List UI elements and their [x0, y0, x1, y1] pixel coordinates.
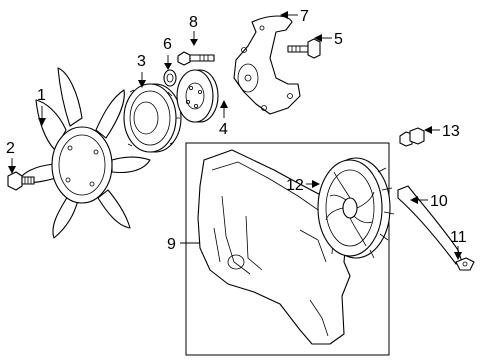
callout-7: 7 — [300, 8, 309, 25]
callout-2: 2 — [6, 140, 15, 157]
callout-6: 6 — [163, 36, 172, 53]
shroud-bolt — [399, 127, 425, 147]
fan-bolt — [7, 171, 35, 191]
group-box — [185, 142, 390, 356]
callout-11: 11 — [450, 229, 467, 246]
washer — [163, 69, 177, 87]
callout-1: 1 — [37, 87, 46, 104]
callout-9: 9 — [167, 236, 176, 253]
callout-13: 13 — [442, 123, 460, 140]
fan-clutch — [123, 83, 182, 153]
long-bolt — [177, 51, 215, 66]
callout-labels: 1 2 3 6 8 4 7 5 13 12 10 11 9 — [6, 8, 467, 253]
callout-5: 5 — [334, 31, 343, 48]
clip — [455, 257, 475, 271]
bracket-bolt — [287, 38, 321, 59]
callout-10: 10 — [430, 193, 448, 210]
pulley — [176, 69, 219, 123]
aux-fan — [317, 157, 395, 259]
callout-8: 8 — [189, 14, 198, 31]
callout-3: 3 — [137, 53, 146, 70]
bracket — [233, 15, 301, 115]
fan-blade — [17, 67, 151, 239]
fan-shroud — [197, 149, 351, 345]
leader-lines — [8, 11, 462, 260]
callout-4: 4 — [219, 121, 228, 138]
callout-12: 12 — [286, 177, 304, 194]
